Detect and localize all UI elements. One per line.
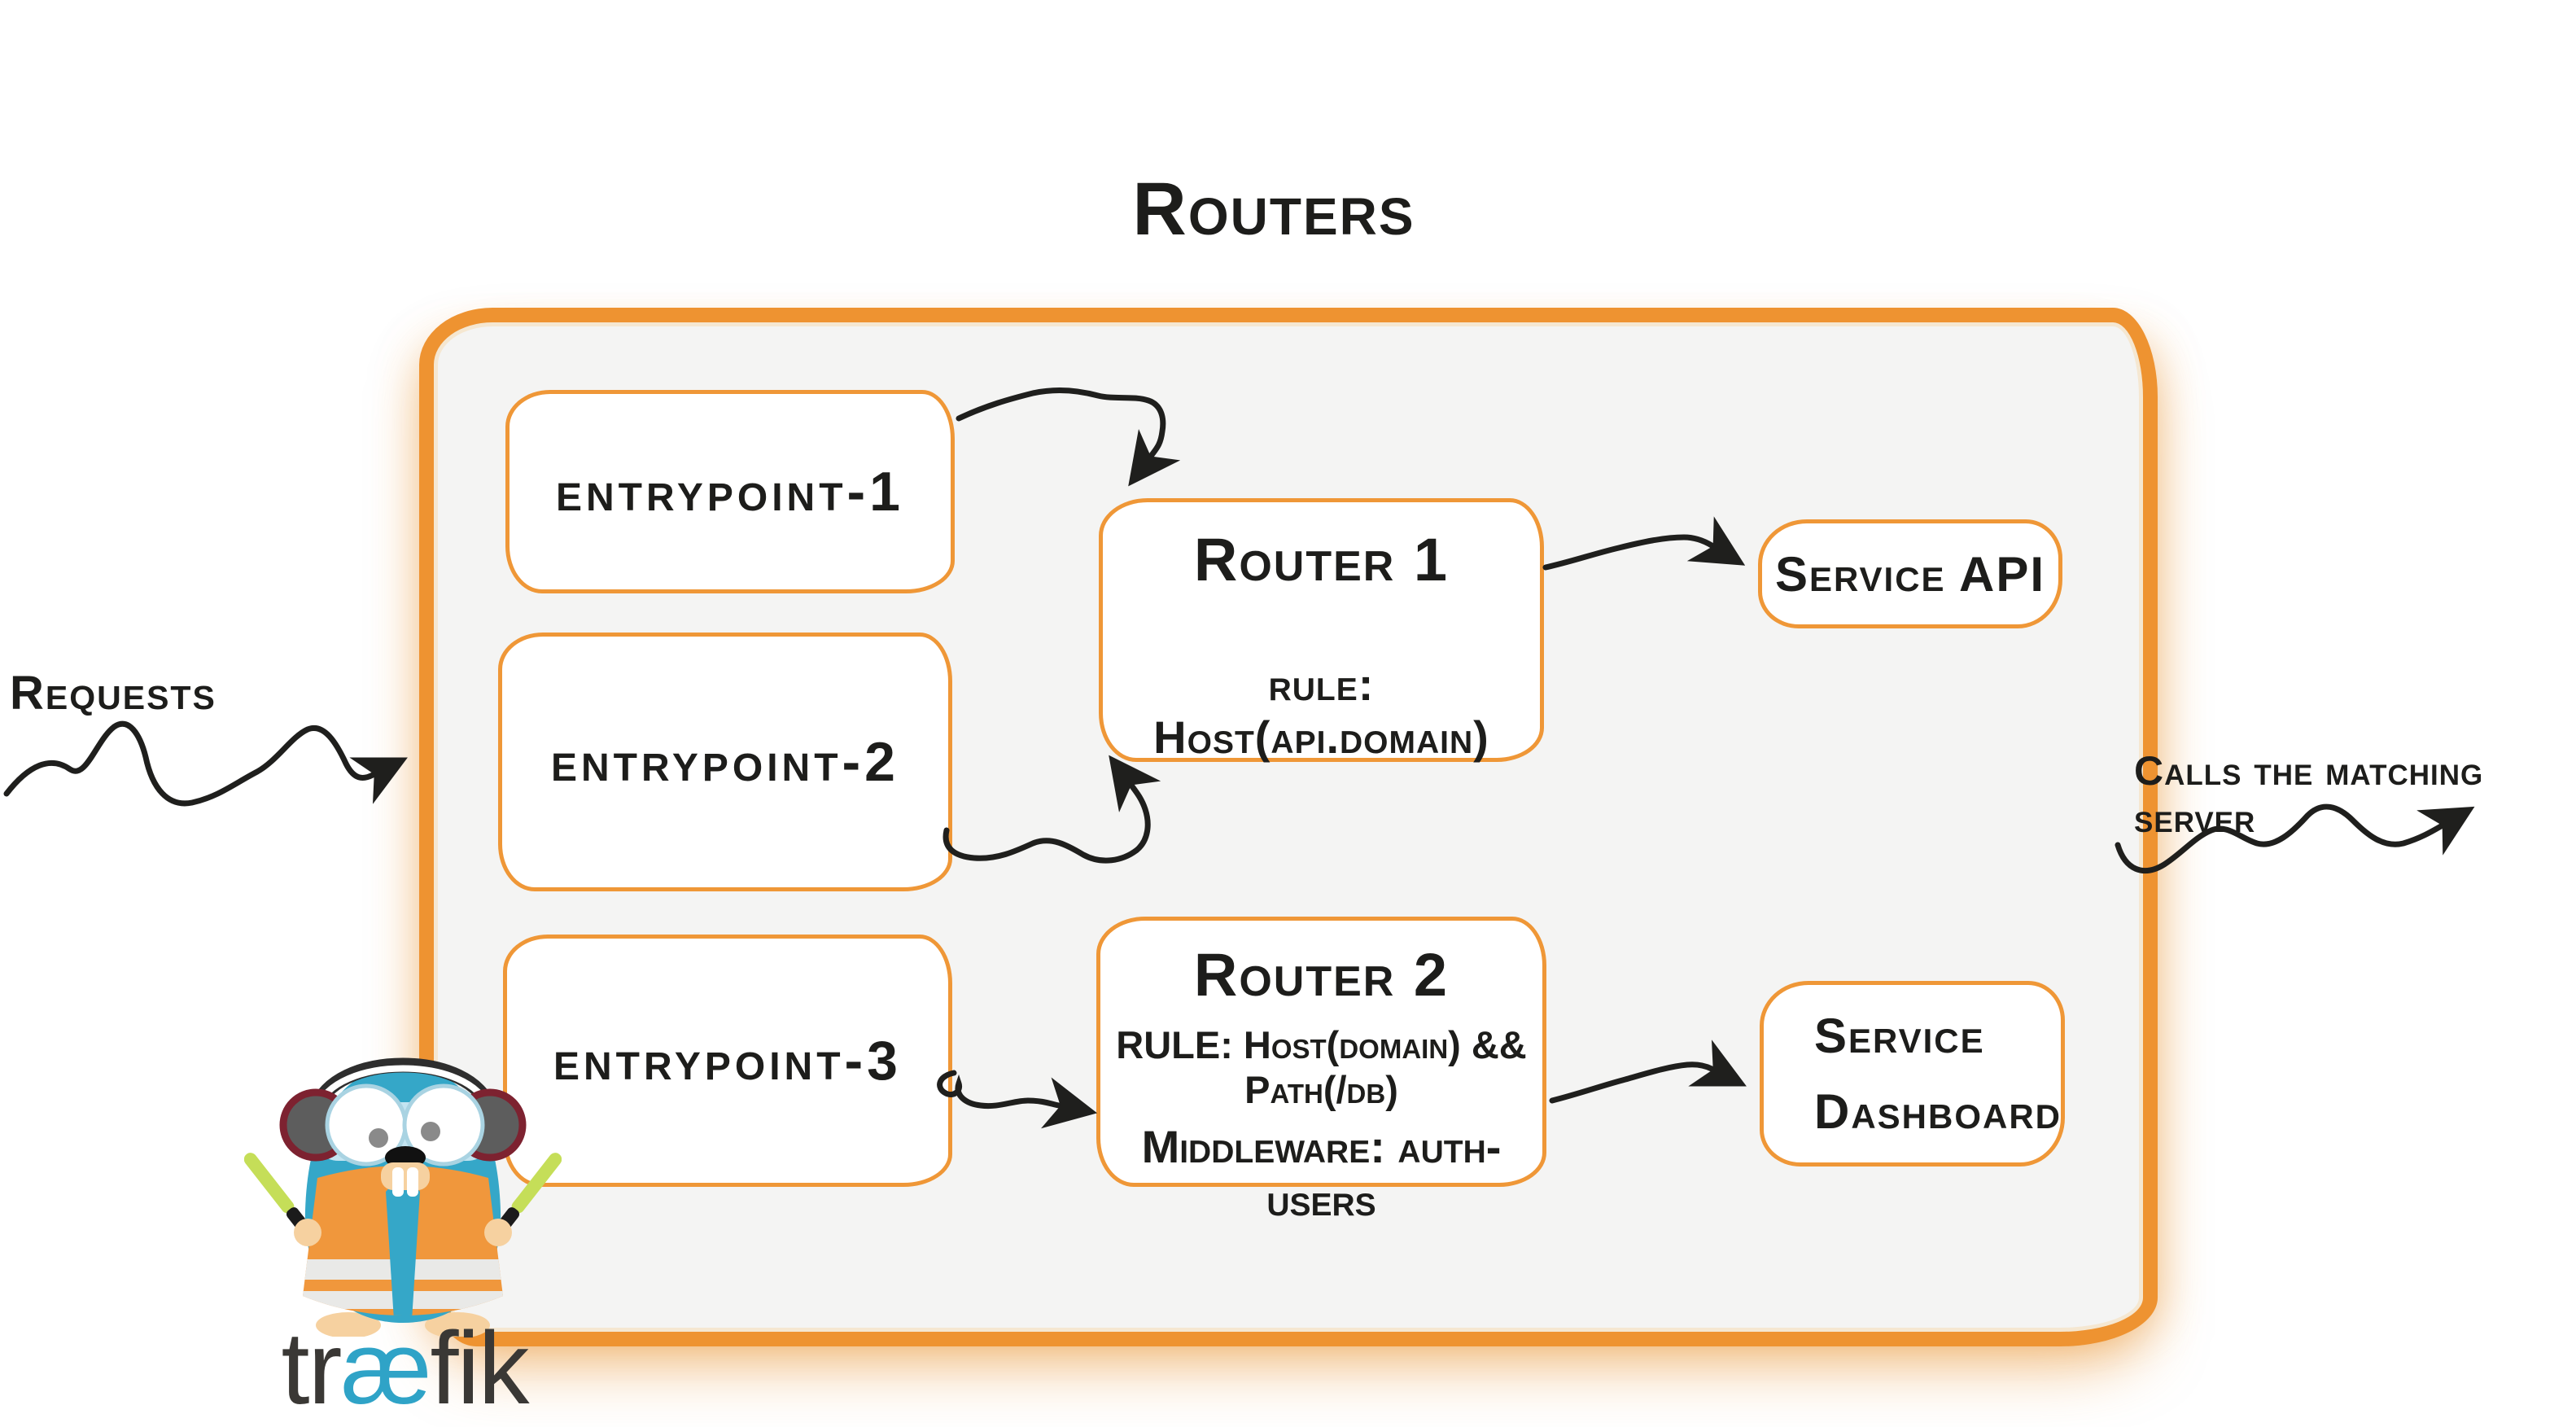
router-2-middleware: Middleware: auth-users <box>1141 1121 1502 1225</box>
wordmark-post: fik <box>430 1311 530 1425</box>
wordmark-pre: tr <box>281 1311 342 1425</box>
gopher-muzzle <box>381 1162 430 1190</box>
entrypoint-2-box: entrypoint-2 <box>498 633 952 891</box>
gopher-foot <box>316 1312 381 1337</box>
traefik-wordmark: træfik <box>238 1309 571 1427</box>
gopher-tooth <box>407 1167 418 1197</box>
gopher-foot <box>425 1312 490 1337</box>
router-1-rule: rule: Host(api.domain) <box>1153 659 1489 763</box>
router-2-title: Router 2 <box>1193 941 1450 1009</box>
gopher-hand <box>294 1219 321 1246</box>
entrypoint-3-box: entrypoint-3 <box>503 935 952 1187</box>
goggle-lens <box>402 1083 485 1167</box>
diagram-title: Routers <box>1132 168 1415 251</box>
traefik-gopher-mascot <box>244 1057 562 1337</box>
headphones-band-highlight <box>314 1065 492 1110</box>
service-api-label: Service API <box>1774 546 2046 602</box>
vest-opening <box>386 1172 420 1315</box>
router-1-box: Router 1 rule: Host(api.domain) <box>1099 498 1544 763</box>
service-api-box: Service API <box>1758 519 2062 628</box>
entrypoint-1-label: entrypoint-1 <box>555 461 905 523</box>
router-1-title: Router 1 <box>1193 526 1450 593</box>
gopher-tooth <box>392 1167 404 1197</box>
service-dashboard-label: Service Dashboard <box>1814 1009 2062 1139</box>
service-dashboard-box: Service Dashboard <box>1760 981 2065 1167</box>
requests-arrow <box>3 720 408 807</box>
entrypoint-1-box: entrypoint-1 <box>505 390 955 593</box>
entrypoint-3-label: entrypoint-3 <box>553 1030 903 1092</box>
gopher-eye <box>369 1128 388 1148</box>
router-2-box: Router 2 RULE: Host(domain) && Path(/db)… <box>1096 917 1546 1225</box>
gopher-hand <box>484 1219 512 1246</box>
wordmark-ligature: æ <box>340 1311 431 1425</box>
outgoing-label: Calls the matching server <box>2134 748 2484 841</box>
router-2-rule: RULE: Host(domain) && Path(/db) <box>1116 1023 1527 1111</box>
gopher-eye <box>421 1122 440 1141</box>
requests-label: Requests <box>10 667 216 720</box>
entrypoint-2-label: entrypoint-2 <box>550 731 900 793</box>
